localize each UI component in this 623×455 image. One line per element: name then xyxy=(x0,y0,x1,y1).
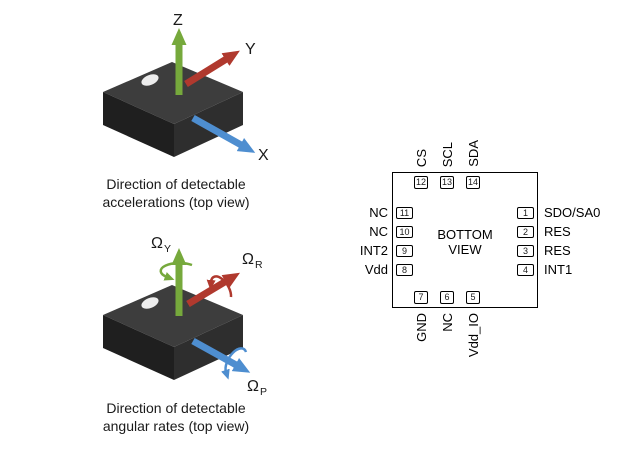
pin-2: 2 xyxy=(517,226,534,238)
omega-roll-symbol: Ω xyxy=(242,251,254,268)
y-axis-arrow xyxy=(184,50,240,87)
bottom-view-line1: BOTTOM xyxy=(437,227,493,242)
pin-3: 3 xyxy=(517,245,534,257)
bottom-view-line2: VIEW xyxy=(448,242,482,257)
gyro-caption: Direction of detectable angular rates (t… xyxy=(36,399,316,435)
gyro-chip-pin1-hole xyxy=(141,297,159,309)
pin-2-label: RES xyxy=(544,224,571,239)
pin-5: 5 xyxy=(466,291,480,304)
gyro-caption-line1: Direction of detectable xyxy=(106,400,246,416)
pin-1-label: SDO/SA0 xyxy=(544,205,601,220)
accel-chip-top-face xyxy=(103,62,243,124)
z-axis-label: Z xyxy=(173,12,183,29)
roll-rotation-arrow xyxy=(206,275,233,298)
omega-pitch-label: Ω P xyxy=(247,378,267,398)
y-axis-label: Y xyxy=(245,41,256,58)
gyro-chip xyxy=(103,285,243,380)
pin-12: 12 xyxy=(414,176,428,189)
pin-13: 13 xyxy=(440,176,454,189)
pin-6-label: NC xyxy=(440,313,455,332)
pin-8: 8 xyxy=(396,264,413,276)
omega-pitch-subscript: P xyxy=(260,386,267,398)
yaw-rotation-arrow xyxy=(159,261,193,281)
pin-3-label: RES xyxy=(544,243,571,258)
accel-chip-pin1-hole xyxy=(141,74,159,86)
pin-4: 4 xyxy=(517,264,534,276)
pin-14-label: SDA xyxy=(466,140,481,167)
gyro-caption-line2: angular rates (top view) xyxy=(102,418,250,434)
omega-pitch-symbol: Ω xyxy=(247,378,259,395)
pin-1: 1 xyxy=(517,207,534,219)
pin-5-label: Vdd_IO xyxy=(466,313,481,358)
accel-chip-left-face xyxy=(103,92,174,157)
x-axis-arrow xyxy=(191,114,256,153)
pin-10: 10 xyxy=(396,226,413,238)
omega-yaw-subscript: Y xyxy=(164,243,171,255)
roll-axis-arrow xyxy=(186,272,241,308)
pin-13-label: SCL xyxy=(440,141,455,167)
package-outline xyxy=(392,172,538,308)
accel-chip xyxy=(103,62,243,157)
accel-caption: Direction of detectable accelerations (t… xyxy=(36,175,316,211)
pin-6: 6 xyxy=(440,291,454,304)
accel-caption-line2: accelerations (top view) xyxy=(102,194,250,210)
pin-10-label: NC xyxy=(369,224,388,239)
omega-roll-label: Ω R xyxy=(242,251,263,271)
pin-11: 11 xyxy=(396,207,413,219)
pin-9-label: INT2 xyxy=(359,243,388,258)
pin-11-label: NC xyxy=(369,205,388,220)
pitch-rotation-arrow xyxy=(221,347,248,380)
omega-yaw-symbol: Ω xyxy=(151,235,163,252)
pin-14: 14 xyxy=(466,176,480,189)
bottom-view-label: BOTTOM VIEW xyxy=(392,227,538,257)
pin-4-label: INT1 xyxy=(544,262,573,277)
pitch-axis-arrow xyxy=(191,337,251,373)
axes-diagrams: Z Y X Ω Y Ω R Ω P xyxy=(103,12,269,398)
gyro-chip-top-face xyxy=(103,285,243,347)
pin-8-label: Vdd xyxy=(364,262,388,277)
pin-12-label: CS xyxy=(414,148,429,167)
pin-7: 7 xyxy=(414,291,428,304)
gyro-chip-left-face xyxy=(103,315,174,380)
accel-caption-line1: Direction of detectable xyxy=(106,176,246,192)
omega-roll-subscript: R xyxy=(255,259,263,271)
pin-9: 9 xyxy=(396,245,413,257)
pin-7-label: GND xyxy=(414,313,429,342)
omega-yaw-label: Ω Y xyxy=(151,235,171,255)
x-axis-label: X xyxy=(258,147,269,164)
